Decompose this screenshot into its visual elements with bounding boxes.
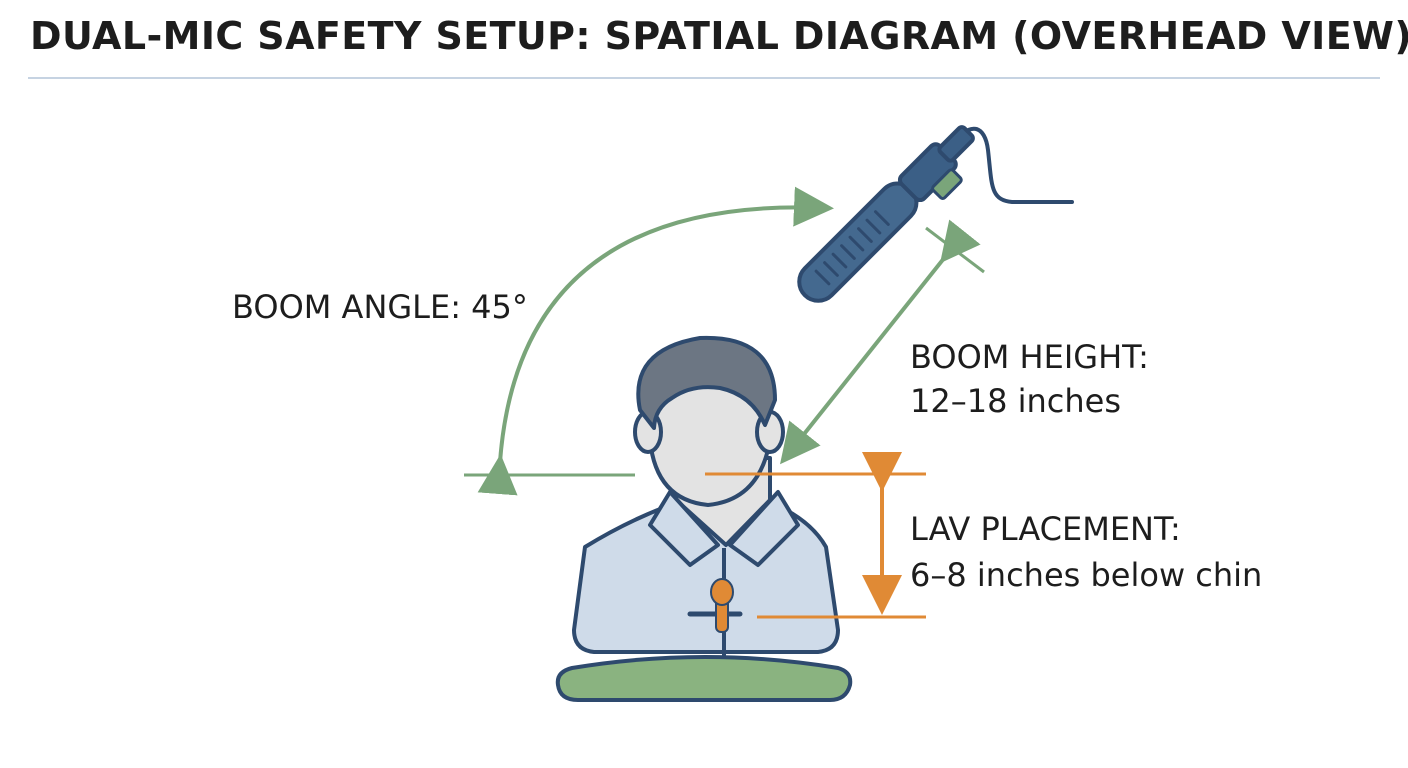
boom-height-label-line1: BOOM HEIGHT: xyxy=(910,338,1149,376)
base-platform xyxy=(555,655,853,702)
boom-angle-arc xyxy=(477,186,834,496)
title-divider xyxy=(28,77,1380,79)
boom-height-label-line2: 12–18 inches xyxy=(910,382,1121,420)
boom-height-arrow xyxy=(780,219,981,465)
boom-angle-label: BOOM ANGLE: 45° xyxy=(232,288,528,326)
page-title: DUAL-MIC SAFETY SETUP: SPATIAL DIAGRAM (… xyxy=(30,14,1408,58)
lavalier-microphone-icon xyxy=(687,578,743,633)
shotgun-microphone-icon xyxy=(797,125,1074,303)
boom-height-tick xyxy=(925,226,985,274)
lav-placement-label-line2: 6–8 inches below chin xyxy=(910,556,1262,594)
person-bust-icon xyxy=(572,335,840,664)
lav-placement-label-line1: LAV PLACEMENT: xyxy=(910,510,1181,548)
